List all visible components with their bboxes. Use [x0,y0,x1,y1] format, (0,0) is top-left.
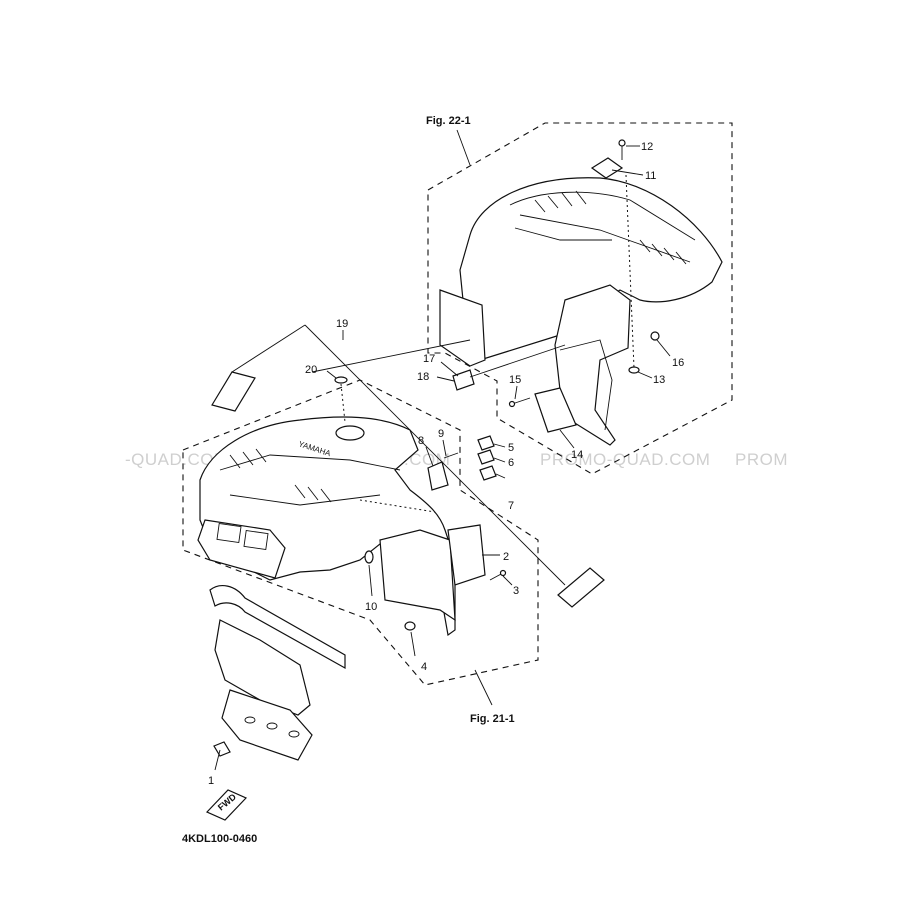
rear-fender-rack-rib [514,227,612,241]
bumper-frame [214,619,311,716]
callout-9: 9 [438,428,444,440]
front-screw [443,452,459,459]
decal-link-line [304,324,566,586]
rear-sticker-plate [534,387,577,433]
callout-12: 12 [641,141,653,153]
front-grommet [404,621,416,631]
cap-guide [340,383,346,423]
fuel-cap [335,425,365,441]
fig-22-1-leader [456,129,471,166]
callout-20: 20 [305,364,317,376]
front-panel-plate [447,524,486,586]
decal-dash-line [311,339,471,373]
left-decal-arrow [211,371,256,412]
callout-16: 16 [672,357,684,369]
callout-18: 18 [417,371,429,383]
callout-14: 14 [571,449,583,461]
front-fender-group: Fig. 21-1 YAMAHA [182,379,539,725]
callout-15: 15 [509,374,521,386]
rear-side-panel-edge [559,339,613,431]
bumper-bar [209,584,346,670]
fender-nut [628,366,640,374]
callout-1: 1 [208,775,214,787]
decal-link-line [231,324,306,373]
fig-22-1-label: Fig. 22-1 [426,115,471,127]
rear-right-side-panel [554,284,631,446]
front-fender-group-boundary [182,379,539,686]
rack-plate [590,157,624,179]
skid-plate-hole [288,730,300,738]
skid-plate-hole [266,722,278,730]
clip-pair [452,369,475,391]
front-fender-rack-edge [219,454,401,471]
front-side-panel [379,529,456,622]
bolt-head [618,139,626,147]
grommet [650,331,660,341]
front-clip [364,550,374,564]
callout-19: 19 [336,318,348,330]
front-fender-tread-lines [229,448,332,503]
callout-3: 3 [513,585,519,597]
callout-8: 8 [418,435,424,447]
fig-21-1-leader [474,669,493,706]
panel-screw-head [499,569,507,577]
callouts: 1 2 3 4 5 6 7 8 9 10 11 12 13 14 15 16 1 [208,141,684,787]
rear-fender-rack-rib [519,214,691,263]
bolt-centerline [625,174,635,369]
callout-6: 6 [508,457,514,469]
callout-5: 5 [508,442,514,454]
guard-clip [213,741,231,757]
rear-fender-tread-lines [534,190,687,265]
callout-4: 4 [421,661,427,673]
rear-fender-group: Fig. 22-1 [426,115,733,475]
rear-fender-rack-edge [509,191,696,241]
clip-dash-line [469,344,566,378]
callout-2: 2 [503,551,509,563]
fwd-tag [205,789,248,821]
front-plate [427,461,449,491]
callout-7: 7 [508,500,514,512]
callout-10: 10 [365,601,377,613]
decal-arrow-group [211,324,605,608]
fig-21-1-label: Fig. 21-1 [470,713,515,725]
callout-11: 11 [645,170,656,182]
callout-17: 17 [423,353,435,365]
headlight-housing [197,519,286,579]
watermark-text: -QUAD.COM [125,450,229,469]
label-stack [477,435,497,481]
rear-screw-head [508,400,516,408]
rear-fender-group-boundary [427,122,733,475]
watermark-text: PROMO-QUAD.COM [540,450,710,469]
headlight-lens-right [243,530,269,550]
right-decal-arrow [557,567,605,608]
drawing-code: 4KDL100-0460 [182,833,257,845]
headlight-lens-left [216,523,242,543]
callout-13: 13 [653,374,665,386]
tank-cap-seal [334,376,348,384]
skid-plate-hole [244,716,256,724]
front-bumper-group: FWD [205,584,346,821]
rear-left-mudflap [439,289,486,367]
watermark-text: PROM [735,450,788,469]
rear-screw [511,397,531,405]
front-fender-rack-rib [229,494,381,506]
